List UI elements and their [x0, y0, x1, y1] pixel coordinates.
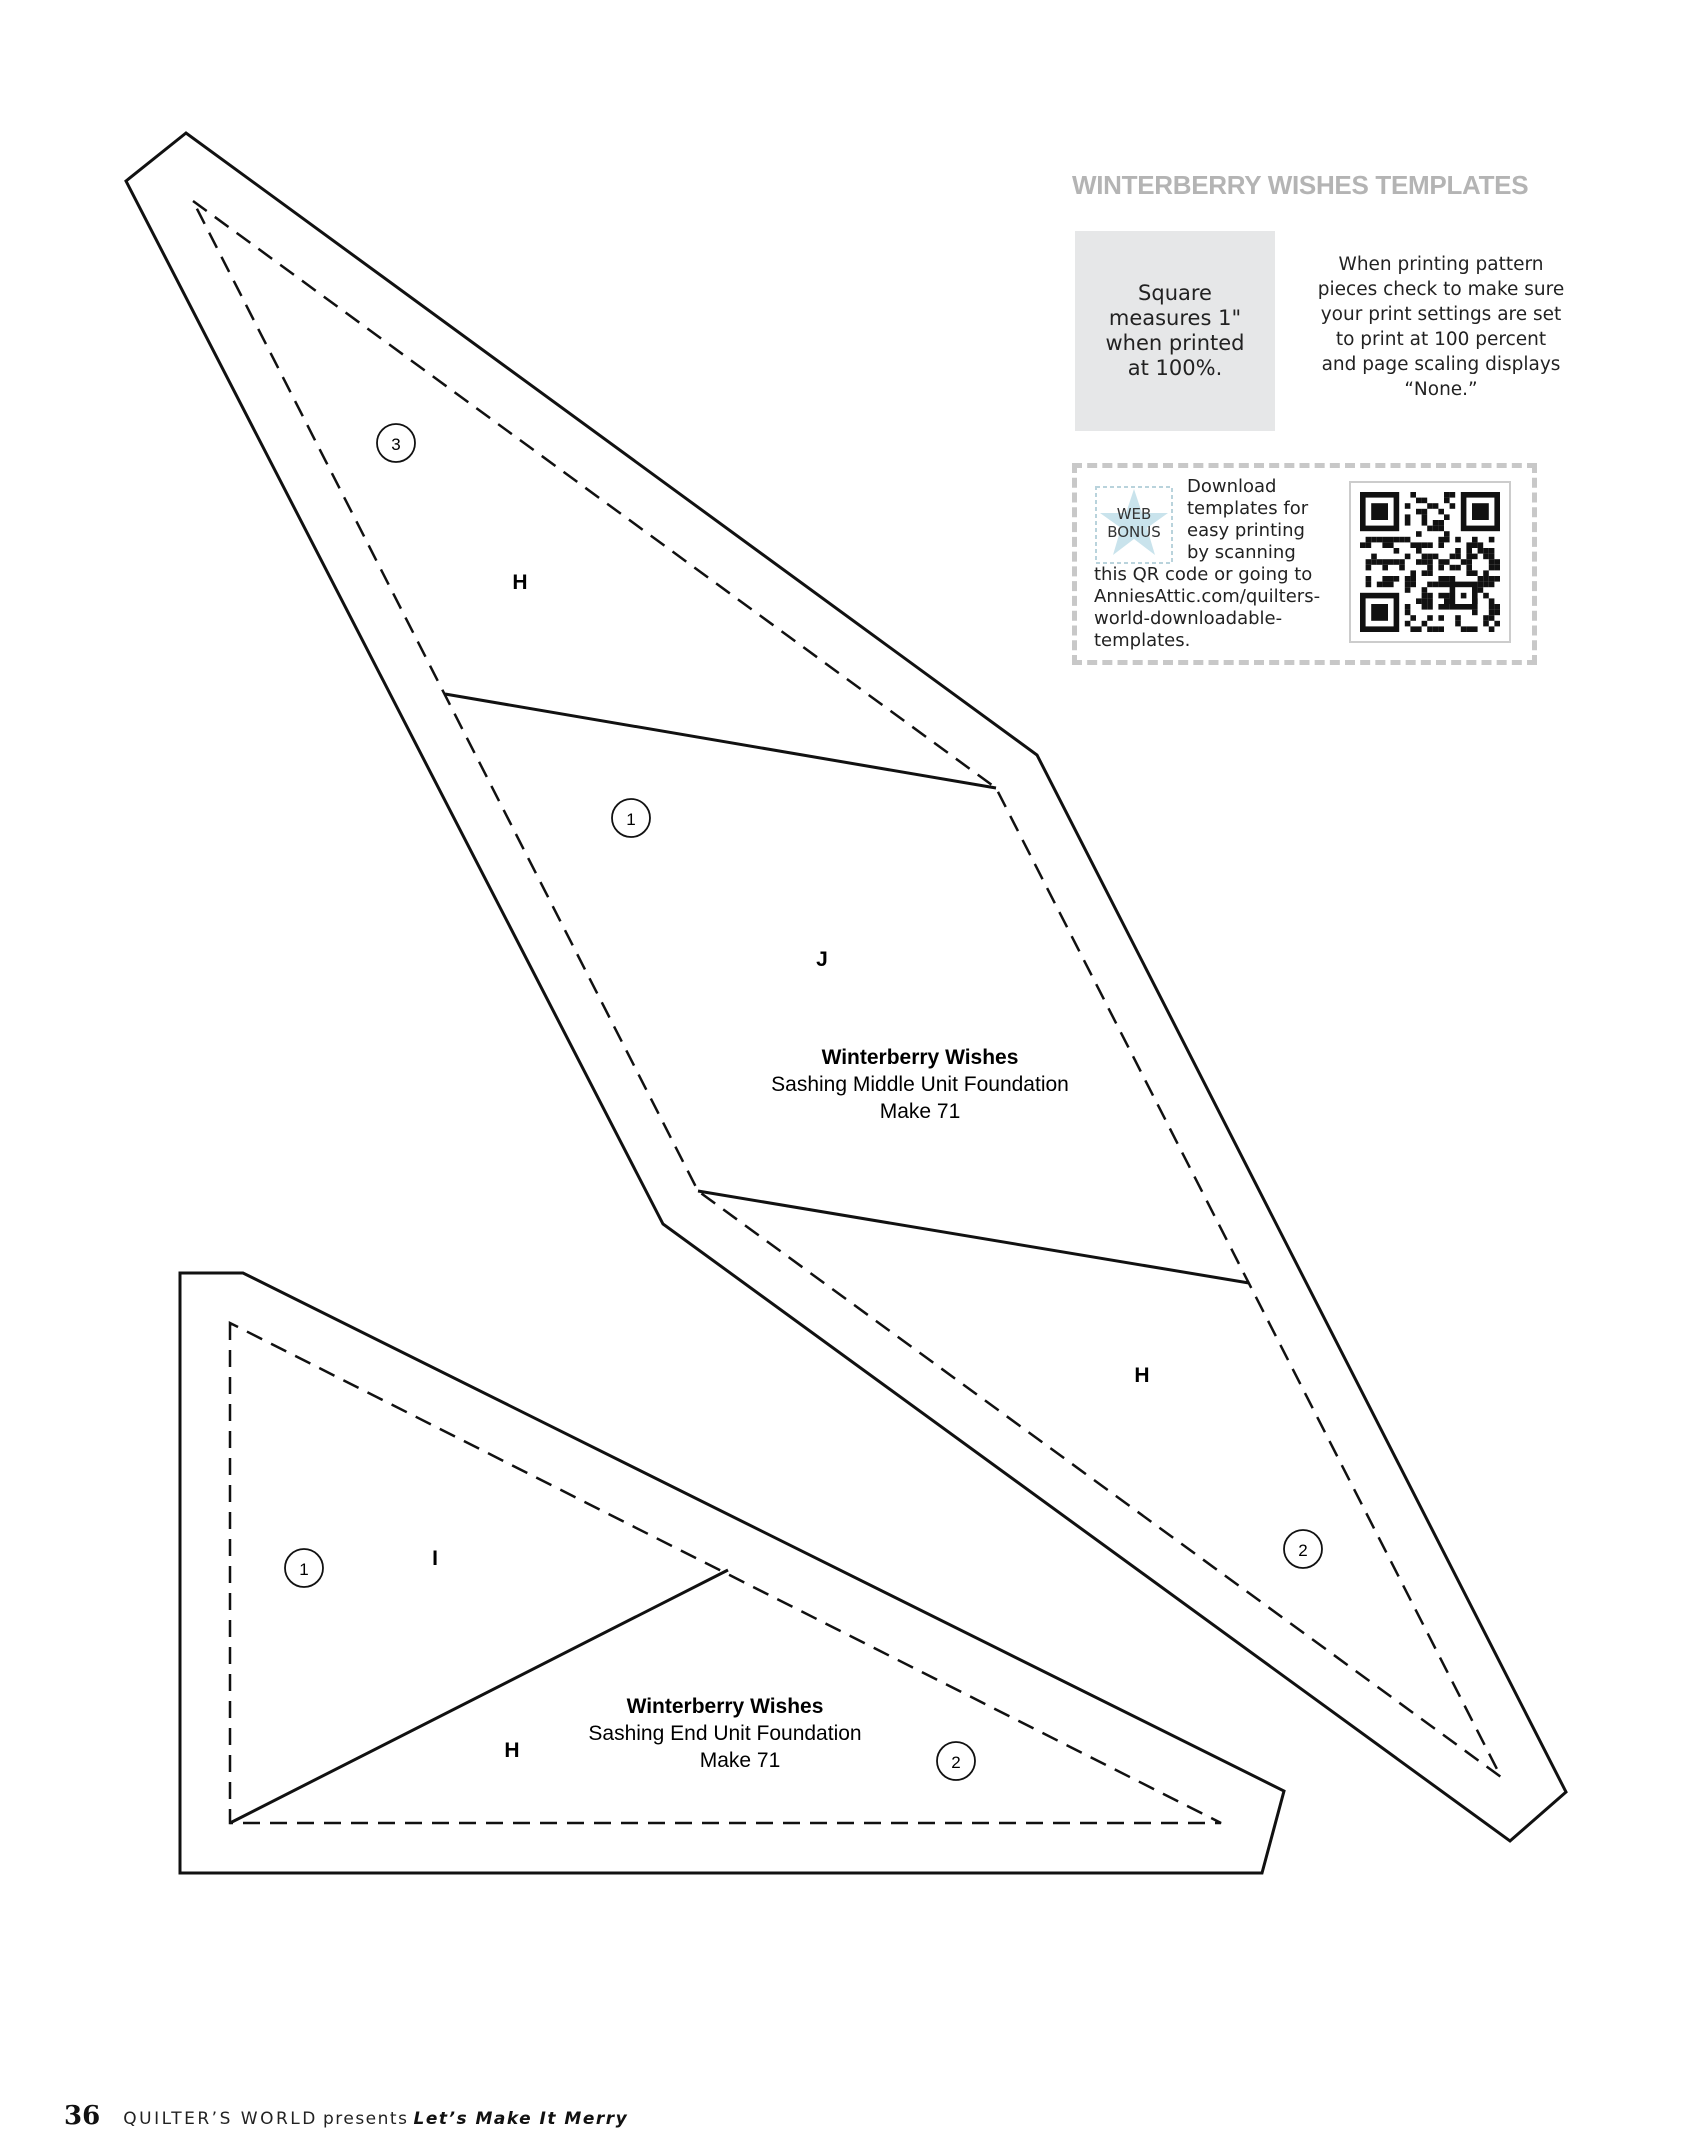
- piece-number-label: 1: [626, 810, 635, 829]
- piece-letter-h-top: H: [512, 571, 527, 594]
- download-line: this QR code or going to: [1094, 564, 1313, 585]
- middle-unit-seam-line: [191, 199, 1503, 1779]
- end-unit-division: [229, 1568, 729, 1825]
- note-line: pieces check to make sure: [1317, 279, 1565, 300]
- print-settings-note: When printing pattern pieces check to ma…: [1315, 252, 1567, 402]
- end-unit-subtitle: Sashing End Unit Foundation: [588, 1722, 861, 1745]
- piece-number-2-badge: 2: [1283, 1529, 1323, 1569]
- piece-letter-h-bottom: H: [1134, 1364, 1149, 1387]
- download-line: by scanning: [1187, 542, 1296, 563]
- download-instructions: Download templates for easy printing by …: [1094, 476, 1334, 652]
- piece-number-label: 1: [299, 1560, 308, 1579]
- web-bonus-badge: WEB BONUS: [1092, 505, 1176, 541]
- end-unit-make: Make 71: [700, 1749, 781, 1772]
- page-number: 36: [64, 2101, 101, 2131]
- star-icon: [1095, 486, 1173, 564]
- download-line: easy printing: [1187, 520, 1305, 541]
- piece-letter-h-end: H: [504, 1739, 519, 1762]
- scale-line: at 100%.: [1127, 356, 1223, 380]
- download-link[interactable]: world-downloadable-: [1094, 608, 1283, 629]
- page-title: WINTERBERRY WISHES TEMPLATES: [1072, 170, 1529, 200]
- note-line: your print settings are set: [1320, 304, 1562, 325]
- middle-unit-division-bottom: [697, 1189, 1250, 1285]
- presents-text: presents: [322, 2109, 409, 2129]
- piece-letter-i: I: [432, 1547, 438, 1570]
- scale-line: measures 1": [1108, 306, 1242, 330]
- piece-number-1-badge: 1: [611, 798, 651, 838]
- piece-letter-j: J: [816, 948, 828, 971]
- piece-number-3-badge: 3: [376, 423, 416, 463]
- middle-unit-division-top: [444, 692, 997, 790]
- note-line: to print at 100 percent: [1335, 329, 1547, 350]
- piece-number-label: 2: [951, 1753, 960, 1772]
- end-unit-seam-line: [228, 1320, 1222, 1825]
- note-line: “None.”: [1404, 379, 1478, 400]
- qr-code-frame[interactable]: [1349, 481, 1511, 643]
- page-footer: 36 QUILTER’S WORLD presents Let’s Make I…: [64, 2101, 628, 2131]
- download-line: templates for: [1187, 498, 1309, 519]
- badge-line: WEB: [1116, 505, 1152, 523]
- download-link[interactable]: templates.: [1094, 630, 1191, 651]
- qr-code-icon[interactable]: [1360, 492, 1500, 632]
- middle-unit-subtitle: Sashing Middle Unit Foundation: [771, 1073, 1069, 1096]
- middle-unit-title: Winterberry Wishes: [822, 1046, 1019, 1069]
- scale-line: when printed: [1105, 331, 1245, 355]
- web-bonus-box: [1072, 463, 1537, 665]
- publication-name: QUILTER’S WORLD: [123, 2109, 318, 2129]
- note-line: and page scaling displays: [1321, 354, 1561, 375]
- end-piece-number-1-badge: 1: [284, 1548, 324, 1588]
- scale-line: Square: [1138, 281, 1212, 305]
- middle-unit-make: Make 71: [880, 1100, 961, 1123]
- end-unit-outer-outline: [178, 1271, 1286, 1875]
- download-link[interactable]: AnniesAttic.com/quilters-: [1094, 586, 1321, 607]
- note-line: When printing pattern: [1338, 254, 1544, 275]
- magazine-title: Let’s Make It Merry: [413, 2109, 629, 2129]
- middle-unit-outer-outline: [124, 131, 1568, 1843]
- end-piece-number-2-badge: 2: [936, 1741, 976, 1781]
- download-line: Download: [1187, 476, 1277, 497]
- end-unit-title: Winterberry Wishes: [627, 1695, 824, 1718]
- piece-number-label: 3: [391, 435, 400, 454]
- scale-square: Square measures 1" when printed at 100%.: [1075, 231, 1275, 431]
- badge-line: BONUS: [1107, 523, 1161, 541]
- piece-number-label: 2: [1298, 1541, 1307, 1560]
